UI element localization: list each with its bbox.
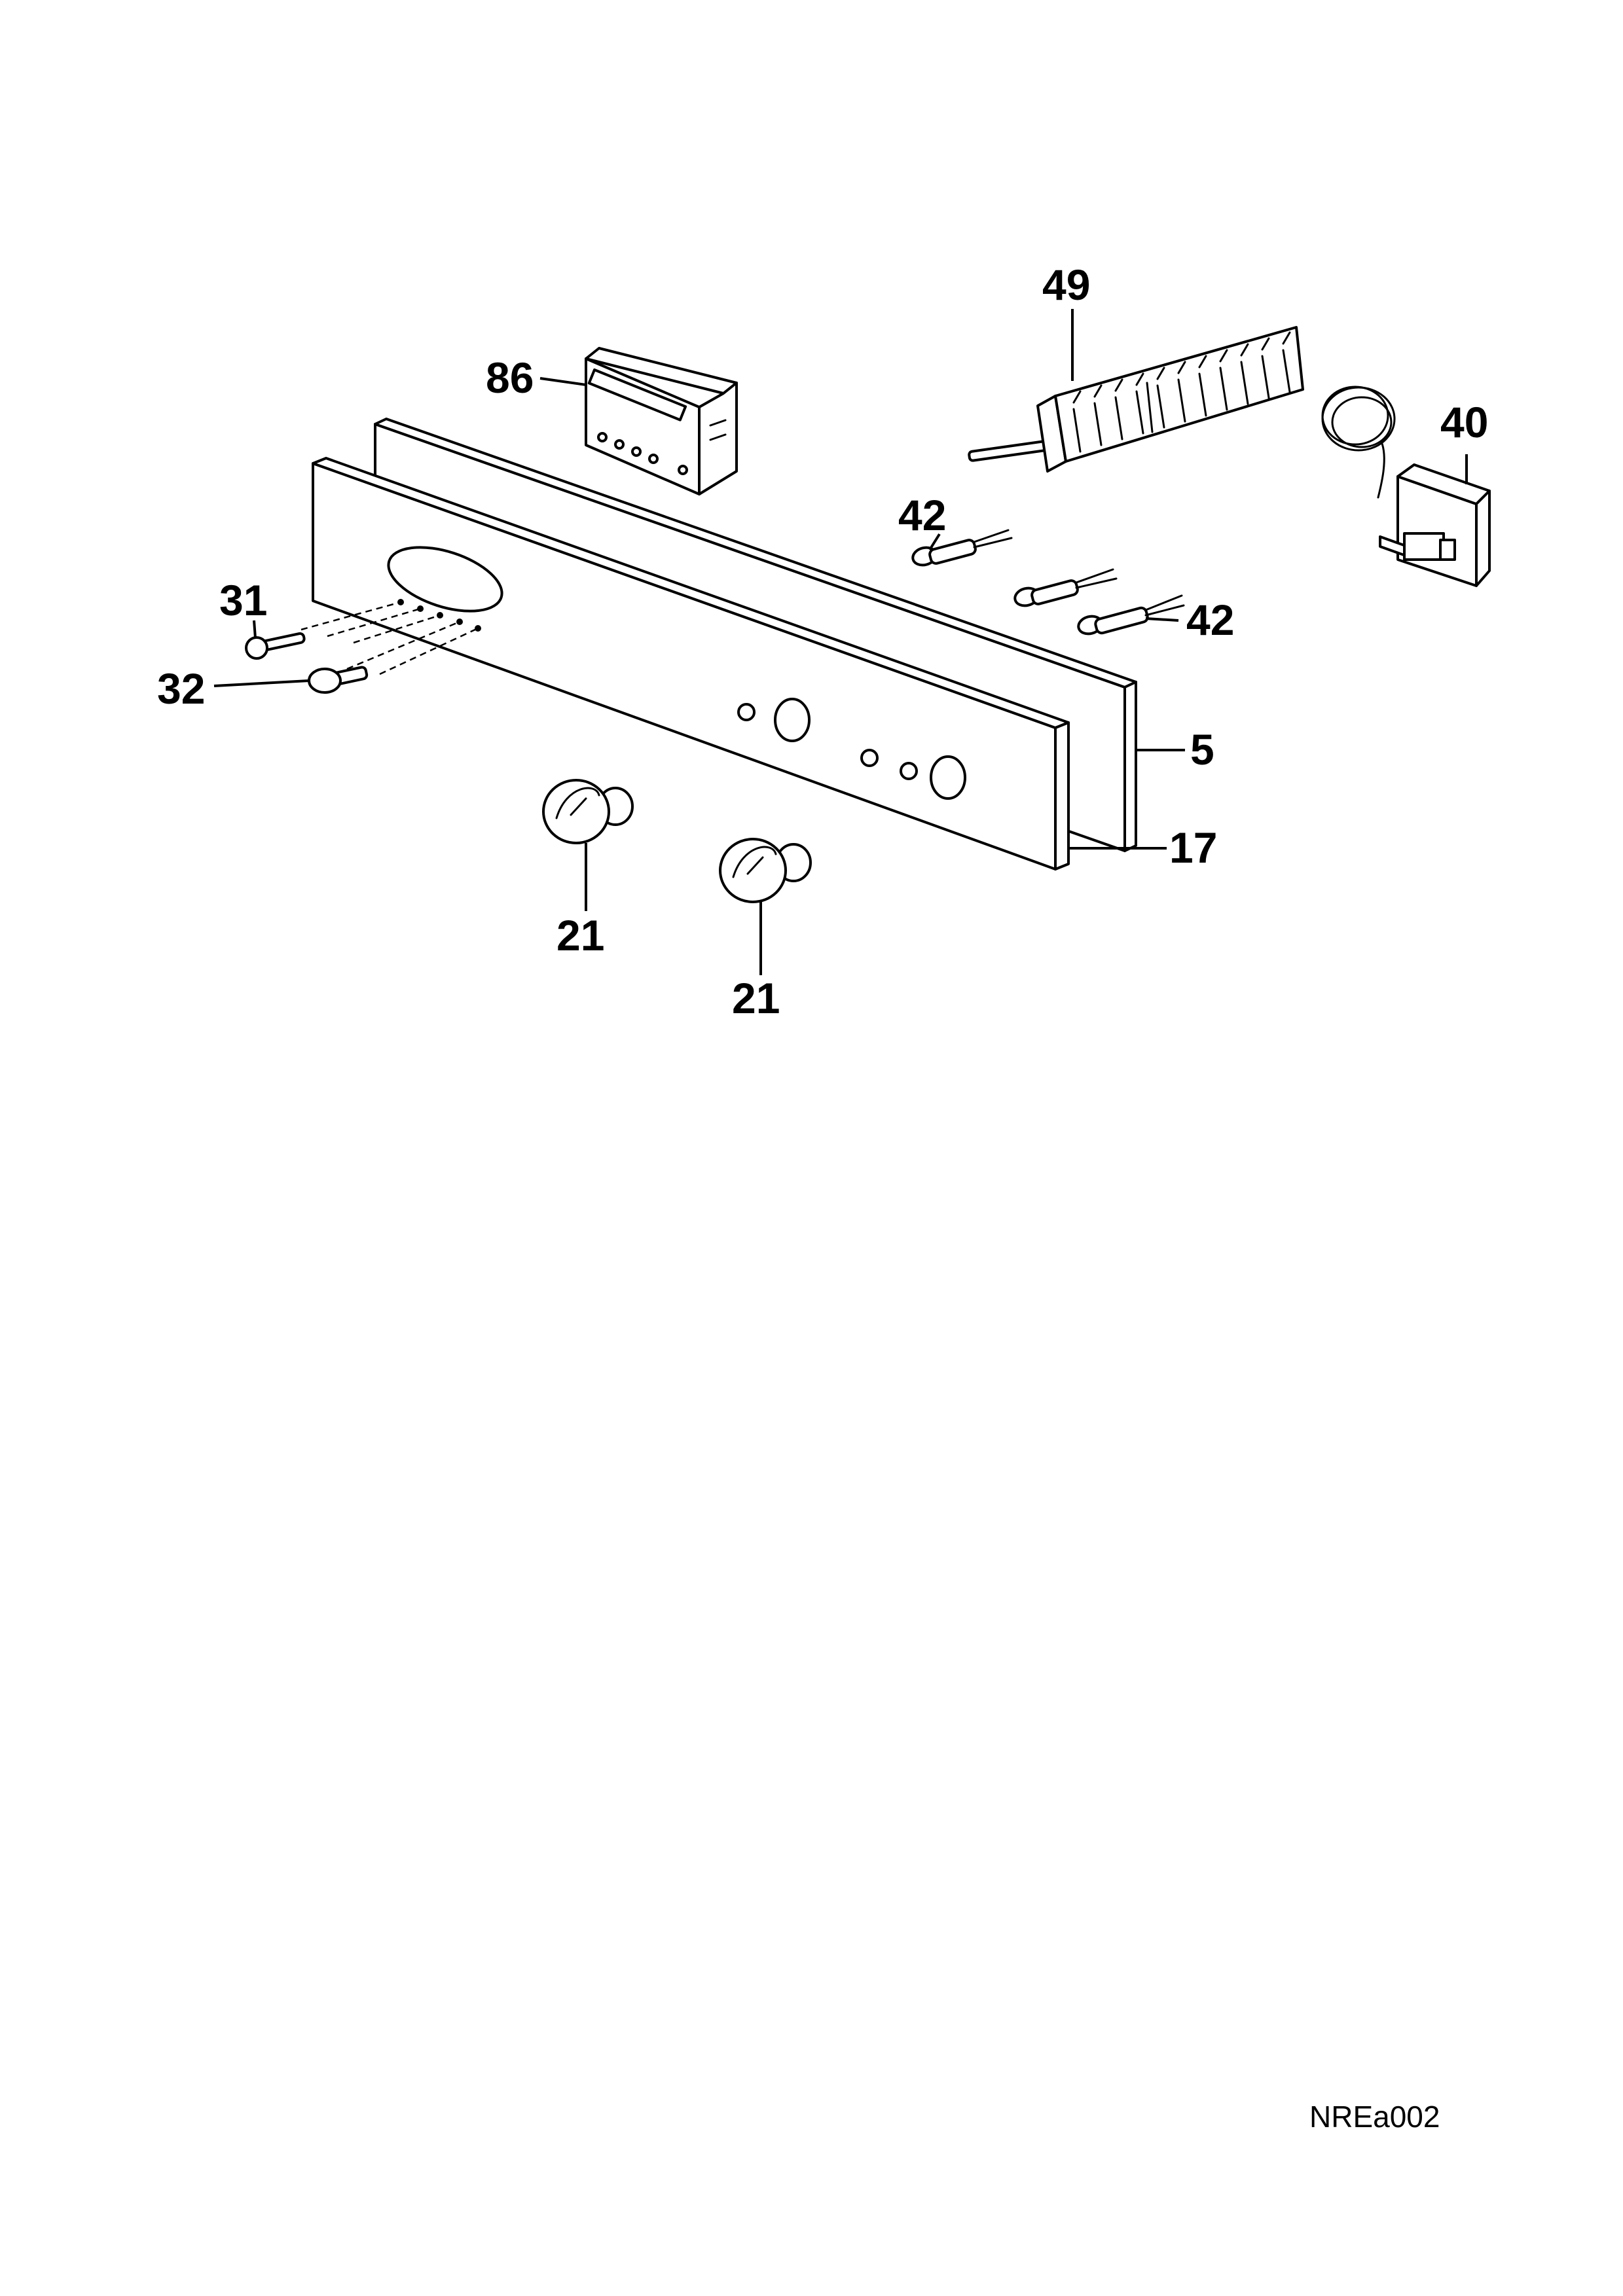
- control-knob-part-21: [719, 838, 812, 903]
- callout-5: 5: [1190, 725, 1214, 774]
- indicator-lamp-part-42: [1013, 568, 1118, 607]
- callout-17: 17: [1169, 823, 1217, 872]
- push-button-part-31: [245, 632, 306, 660]
- callout-21: 21: [732, 974, 780, 1022]
- indicator-lamp-part-42: [911, 529, 1013, 567]
- callout-21: 21: [556, 911, 604, 960]
- callout-31: 31: [219, 576, 267, 624]
- timer-module-part-86: [585, 347, 738, 495]
- drawing-code: NREa002: [1309, 2100, 1440, 2134]
- selector-switch-part-49: [968, 326, 1304, 473]
- indicator-lamp-part-42: [1077, 594, 1185, 636]
- callout-40: 40: [1440, 398, 1488, 446]
- knob-hole: [774, 698, 811, 742]
- panel-hole: [860, 749, 879, 767]
- callout-32: 32: [157, 664, 205, 713]
- control-panel-part-17: [312, 457, 1070, 870]
- button-hole: [475, 625, 481, 632]
- callout-42: 42: [898, 491, 946, 539]
- knob-hole: [930, 755, 966, 800]
- display-window: [387, 546, 503, 613]
- callout-86: 86: [486, 353, 534, 402]
- panel-hole: [737, 703, 756, 721]
- button-hole: [456, 619, 463, 625]
- callout-labels: 49 86 40 42 42 31 32 5 17 21 21: [157, 260, 1488, 1022]
- thermostat-part-40: [1321, 386, 1491, 587]
- button-hole: [417, 605, 424, 612]
- leader-lines: [213, 309, 1468, 975]
- push-button-part-32: [308, 666, 369, 694]
- panel-hole: [900, 762, 918, 780]
- assembly-lines: [301, 601, 479, 675]
- callout-49: 49: [1042, 260, 1090, 309]
- control-knob-part-21: [542, 779, 634, 844]
- callout-42: 42: [1186, 596, 1234, 644]
